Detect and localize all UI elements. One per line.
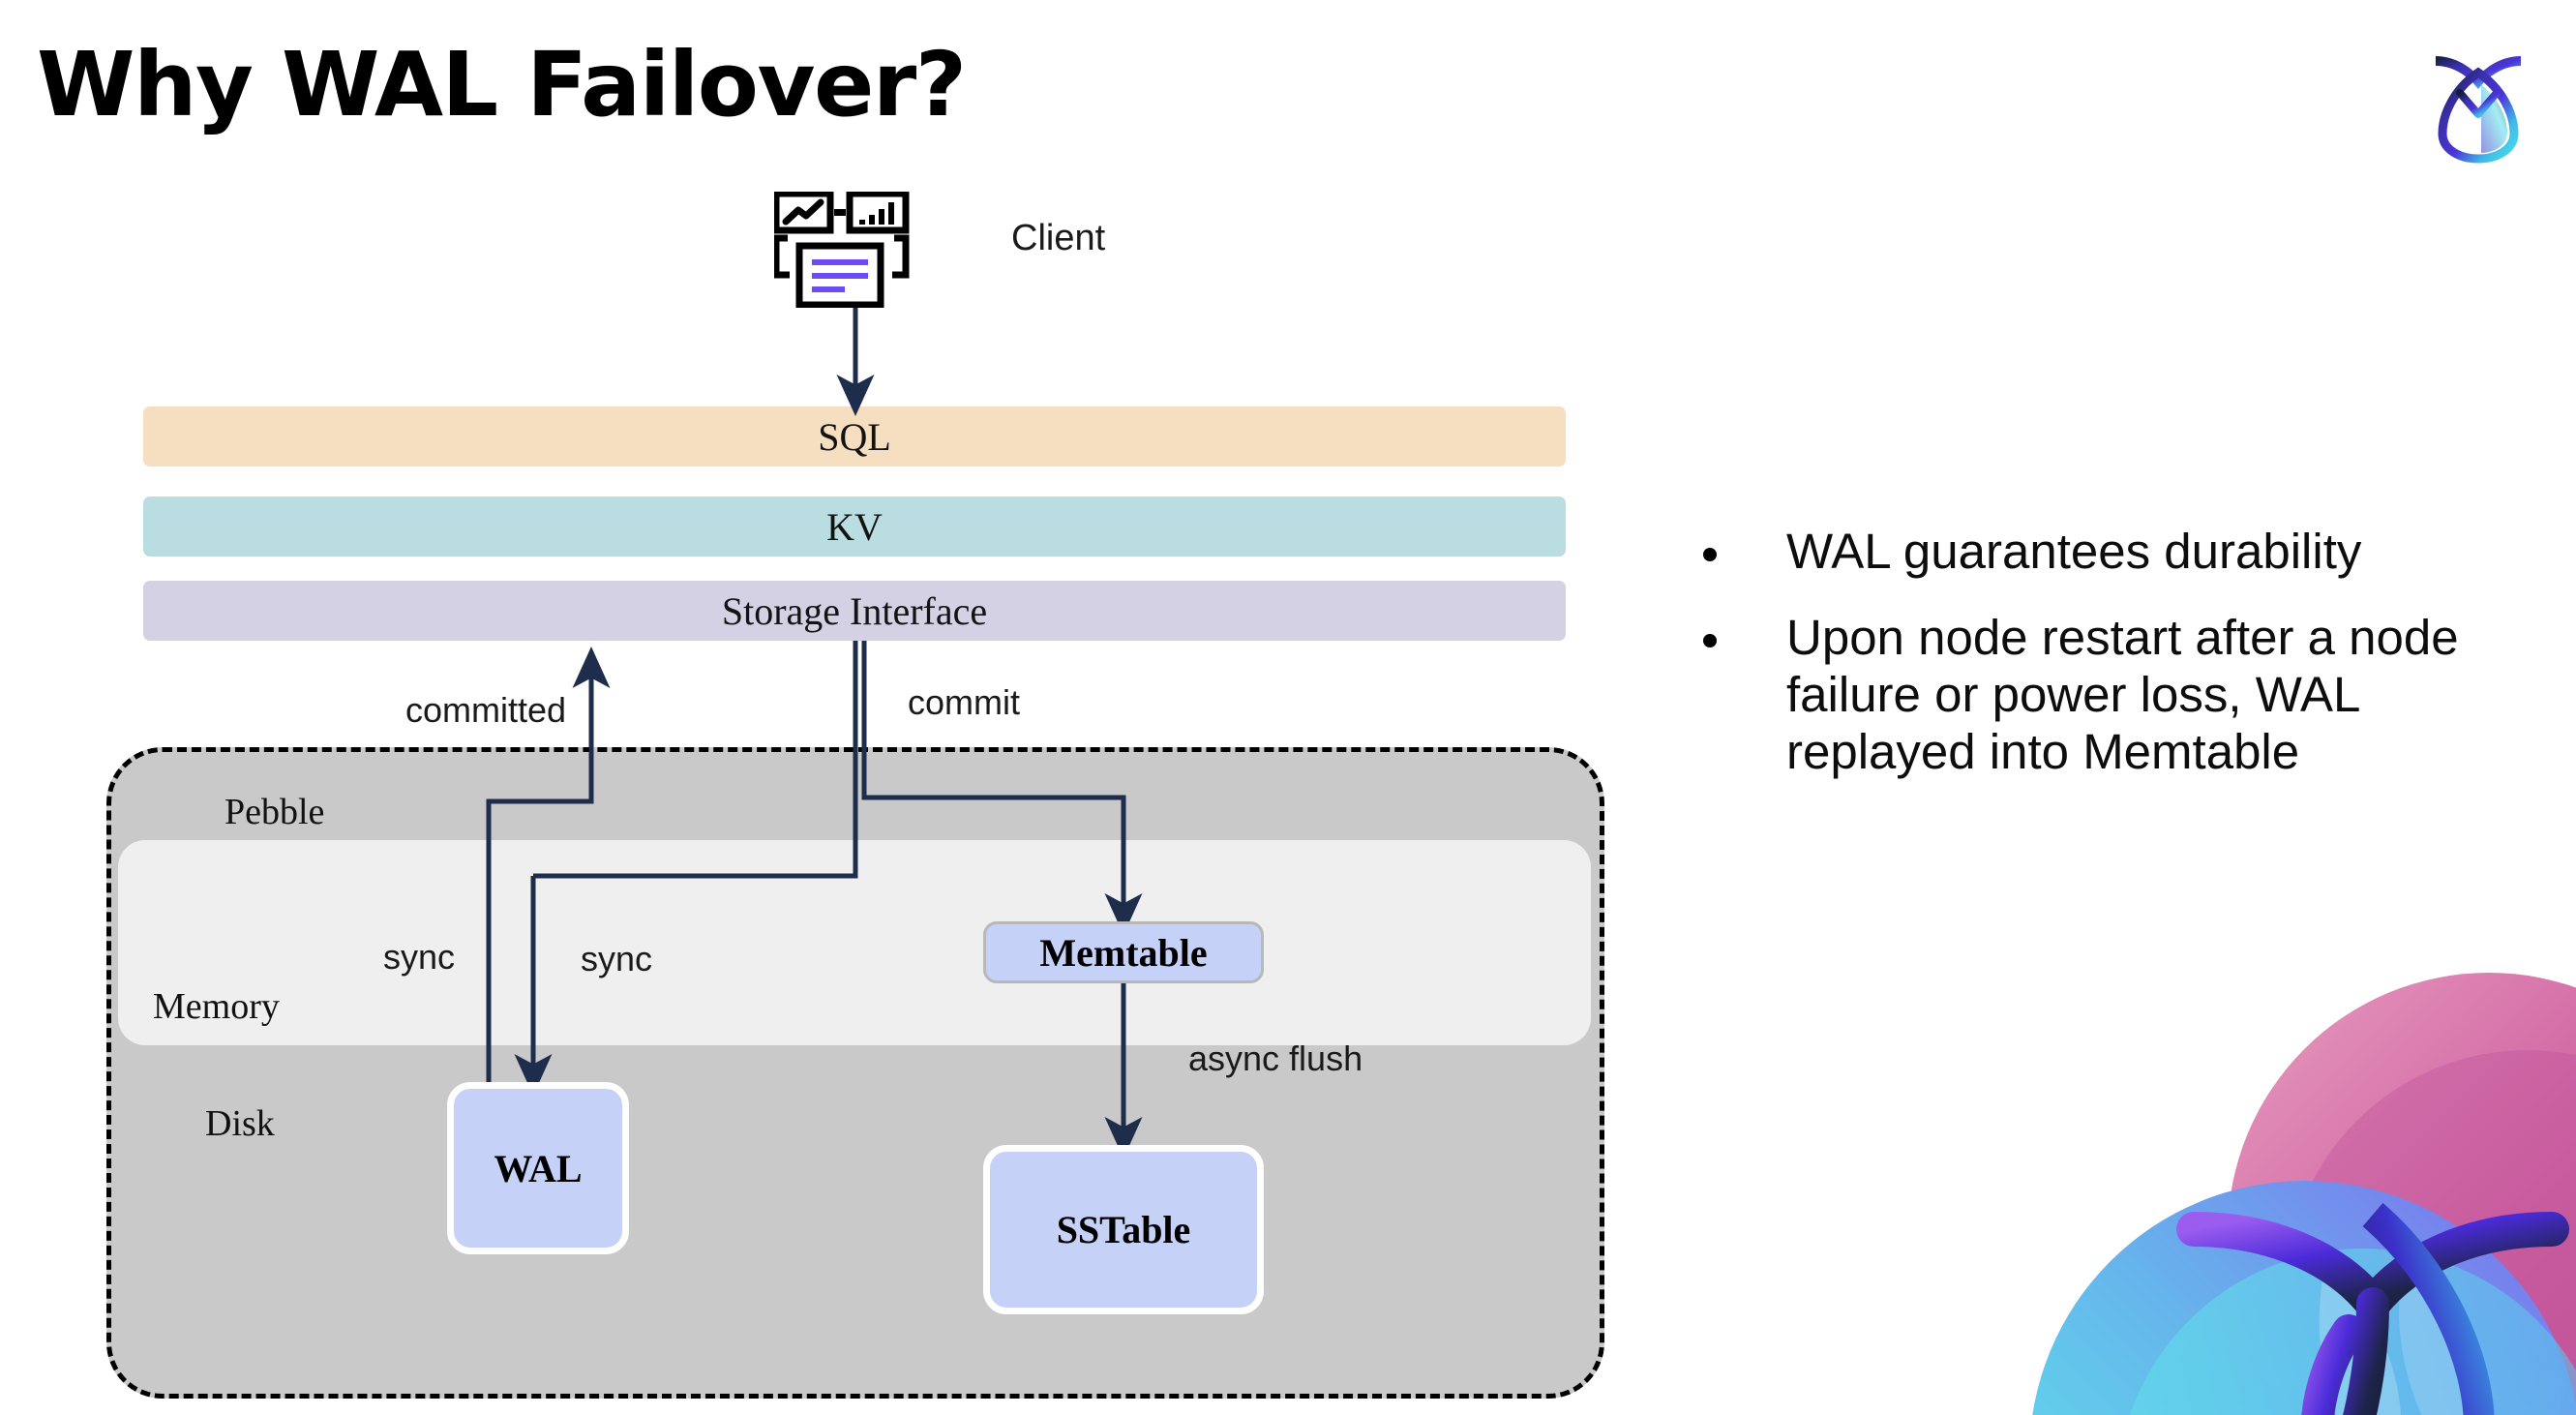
node-wal-label: WAL bbox=[494, 1146, 583, 1190]
client-label: Client bbox=[1011, 218, 1106, 258]
bullet-text: Upon node restart after a node failure o… bbox=[1786, 610, 2459, 780]
bullet-dot-icon bbox=[1703, 634, 1717, 648]
edge-label-sync-committed: sync bbox=[383, 937, 456, 977]
disk-label: Disk bbox=[205, 1103, 275, 1144]
list-item: Upon node restart after a node failure o… bbox=[1703, 609, 2487, 780]
pebble-label: Pebble bbox=[225, 792, 325, 832]
cockroachdb-logo bbox=[2406, 29, 2551, 165]
memory-label: Memory bbox=[153, 986, 280, 1027]
node-memtable-label: Memtable bbox=[1039, 930, 1208, 975]
client-dashboard-icon bbox=[772, 190, 929, 309]
list-item: WAL guarantees durability bbox=[1703, 523, 2487, 580]
memory-region bbox=[118, 840, 1591, 1045]
layer-bar-kv: KV bbox=[143, 497, 1566, 557]
cockroachdb-watermark-art bbox=[1986, 953, 2576, 1415]
bullet-list: WAL guarantees durability Upon node rest… bbox=[1703, 523, 2487, 810]
node-sstable-label: SSTable bbox=[1056, 1208, 1191, 1251]
layer-bar-sql: SQL bbox=[143, 406, 1566, 467]
bullet-text: WAL guarantees durability bbox=[1786, 524, 2362, 579]
layer-label-sql: SQL bbox=[818, 414, 891, 459]
bullet-dot-icon bbox=[1703, 548, 1717, 561]
layer-bar-storage-interface: Storage Interface bbox=[143, 581, 1566, 641]
edge-label-committed: committed bbox=[405, 690, 567, 730]
layer-label-kv: KV bbox=[826, 504, 883, 549]
node-sstable: SSTable bbox=[983, 1145, 1264, 1314]
page-title: Why WAL Failover? bbox=[37, 33, 967, 136]
layer-label-storage-interface: Storage Interface bbox=[721, 588, 988, 633]
edge-label-async-flush: async flush bbox=[1188, 1039, 1363, 1078]
node-wal: WAL bbox=[447, 1082, 629, 1254]
node-memtable: Memtable bbox=[983, 921, 1264, 983]
edge-label-sync-write: sync bbox=[581, 939, 653, 978]
edge-label-commit: commit bbox=[908, 682, 1020, 722]
